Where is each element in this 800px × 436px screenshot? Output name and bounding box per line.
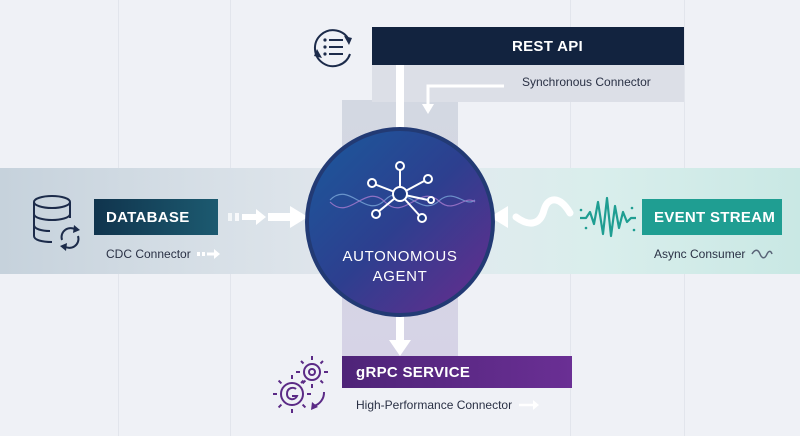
waveform-icon xyxy=(579,196,636,238)
small-arrow-right-icon xyxy=(519,400,540,410)
event-inbound-arrowhead xyxy=(490,206,508,228)
db-dash-2 xyxy=(235,213,239,221)
grpc-down-arrowhead xyxy=(389,340,411,356)
event-stream-subtitle: Async Consumer xyxy=(654,247,746,261)
grpc-service-title: gRPC SERVICE xyxy=(356,363,471,381)
db-main-arrowhead xyxy=(290,206,308,228)
rest-api-title: REST API xyxy=(512,37,584,55)
hub-title-line2: AGENT xyxy=(372,268,428,285)
grpc-service-box: gRPC SERVICE xyxy=(342,356,572,388)
event-inbound-wave xyxy=(512,196,574,227)
rest-api-subtitle-row: Synchronous Connector xyxy=(522,75,651,89)
database-sync-icon xyxy=(33,195,80,251)
event-stream-subtitle-row: Async Consumer xyxy=(654,247,774,261)
db-small-arrowhead xyxy=(256,209,266,225)
rest-shadow-band xyxy=(372,64,684,102)
list-refresh-icon xyxy=(314,29,352,68)
small-arrow-right-icon xyxy=(196,249,220,259)
database-title: DATABASE xyxy=(106,208,190,226)
event-stream-box: EVENT STREAM xyxy=(642,199,782,235)
grpc-service-subtitle-row: High-Performance Connector xyxy=(356,398,540,412)
database-box: DATABASE xyxy=(94,199,218,235)
gears-icon xyxy=(273,356,328,413)
rest-inbound-arrowhead xyxy=(422,104,434,114)
grpc-service-subtitle: High-Performance Connector xyxy=(356,398,513,412)
database-subtitle: CDC Connector xyxy=(106,247,191,261)
network-node-icon xyxy=(329,161,476,223)
db-dash-1 xyxy=(228,213,232,221)
event-stream-title: EVENT STREAM xyxy=(654,208,776,226)
hub-circle xyxy=(305,127,495,317)
database-subtitle-row: CDC Connector xyxy=(106,247,221,261)
rest-inbound-arrow xyxy=(426,84,504,106)
small-wave-icon xyxy=(751,249,774,259)
hub-title-line1: AUTONOMOUS xyxy=(342,248,458,265)
rest-api-subtitle: Synchronous Connector xyxy=(522,75,651,89)
rest-api-box: REST API xyxy=(372,27,684,65)
